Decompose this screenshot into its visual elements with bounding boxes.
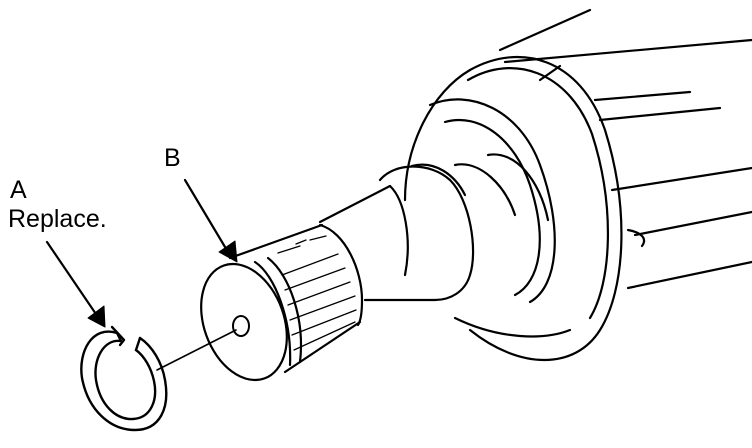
- callout-a-letter: A: [10, 176, 27, 204]
- axis-line: [156, 329, 237, 371]
- callout-b-letter: B: [164, 144, 181, 172]
- housing: [498, 8, 752, 290]
- flange: [403, 55, 623, 361]
- callout-a-note: Replace.: [8, 205, 107, 233]
- leader-a: [45, 240, 106, 328]
- leader-b: [183, 178, 238, 263]
- shaft: [318, 184, 437, 302]
- splined-end: [200, 223, 364, 382]
- snap-ring: [80, 325, 168, 432]
- hub: [378, 153, 550, 302]
